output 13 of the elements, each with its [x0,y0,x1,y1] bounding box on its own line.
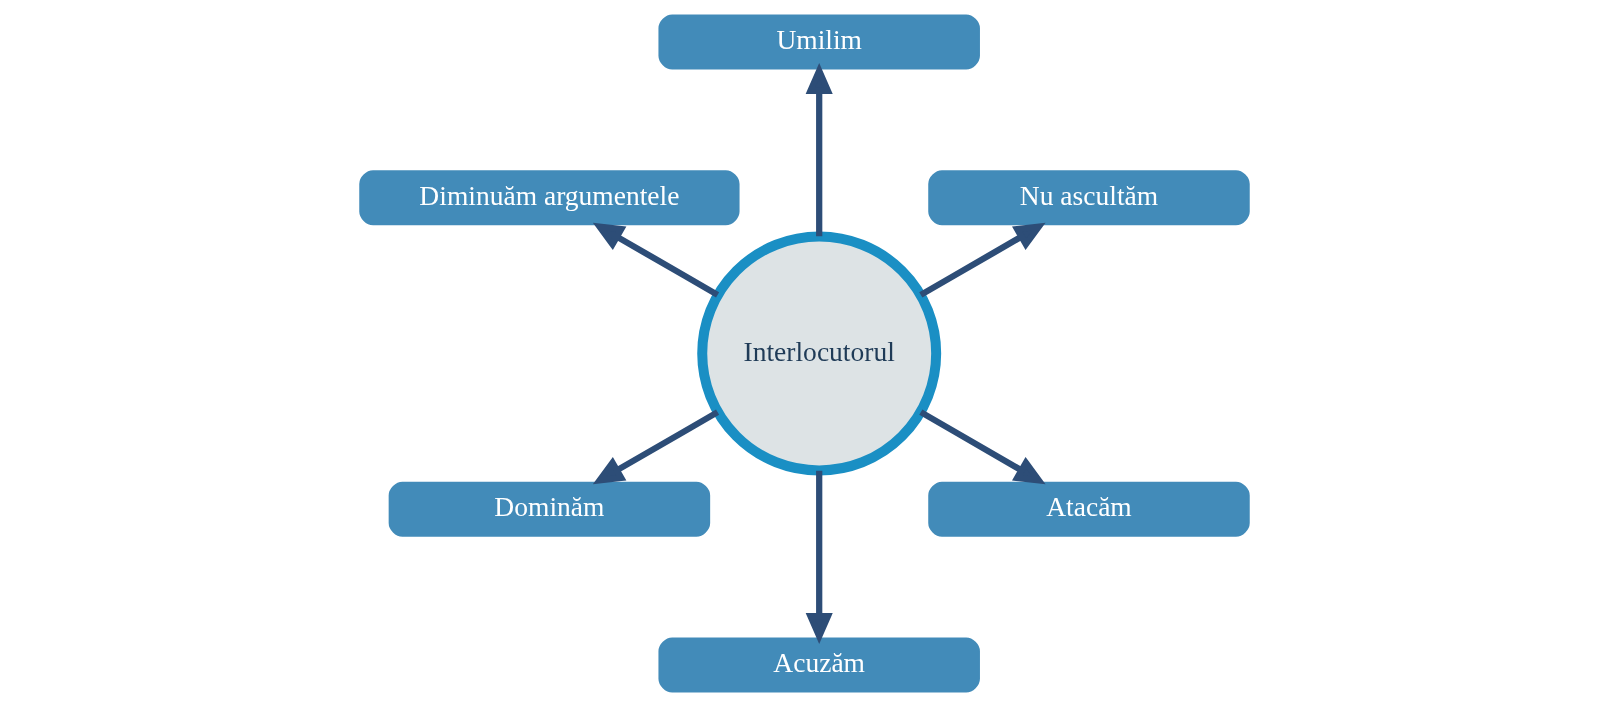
arrow [918,222,1046,298]
node-box: Nu ascultăm [925,167,1252,228]
arrow [592,222,719,298]
node-box: Umilim [655,11,982,72]
arrow [805,470,833,644]
node-box: Diminuăm argumentele [356,167,742,228]
node-circle: Interlocutorul [696,231,941,476]
node-box: Atacăm [925,479,1252,540]
arrow [805,63,833,237]
arrow [918,409,1046,485]
arrow [592,409,719,485]
node-box: Acuzăm [655,635,982,696]
node-box: Dominăm [385,479,713,540]
